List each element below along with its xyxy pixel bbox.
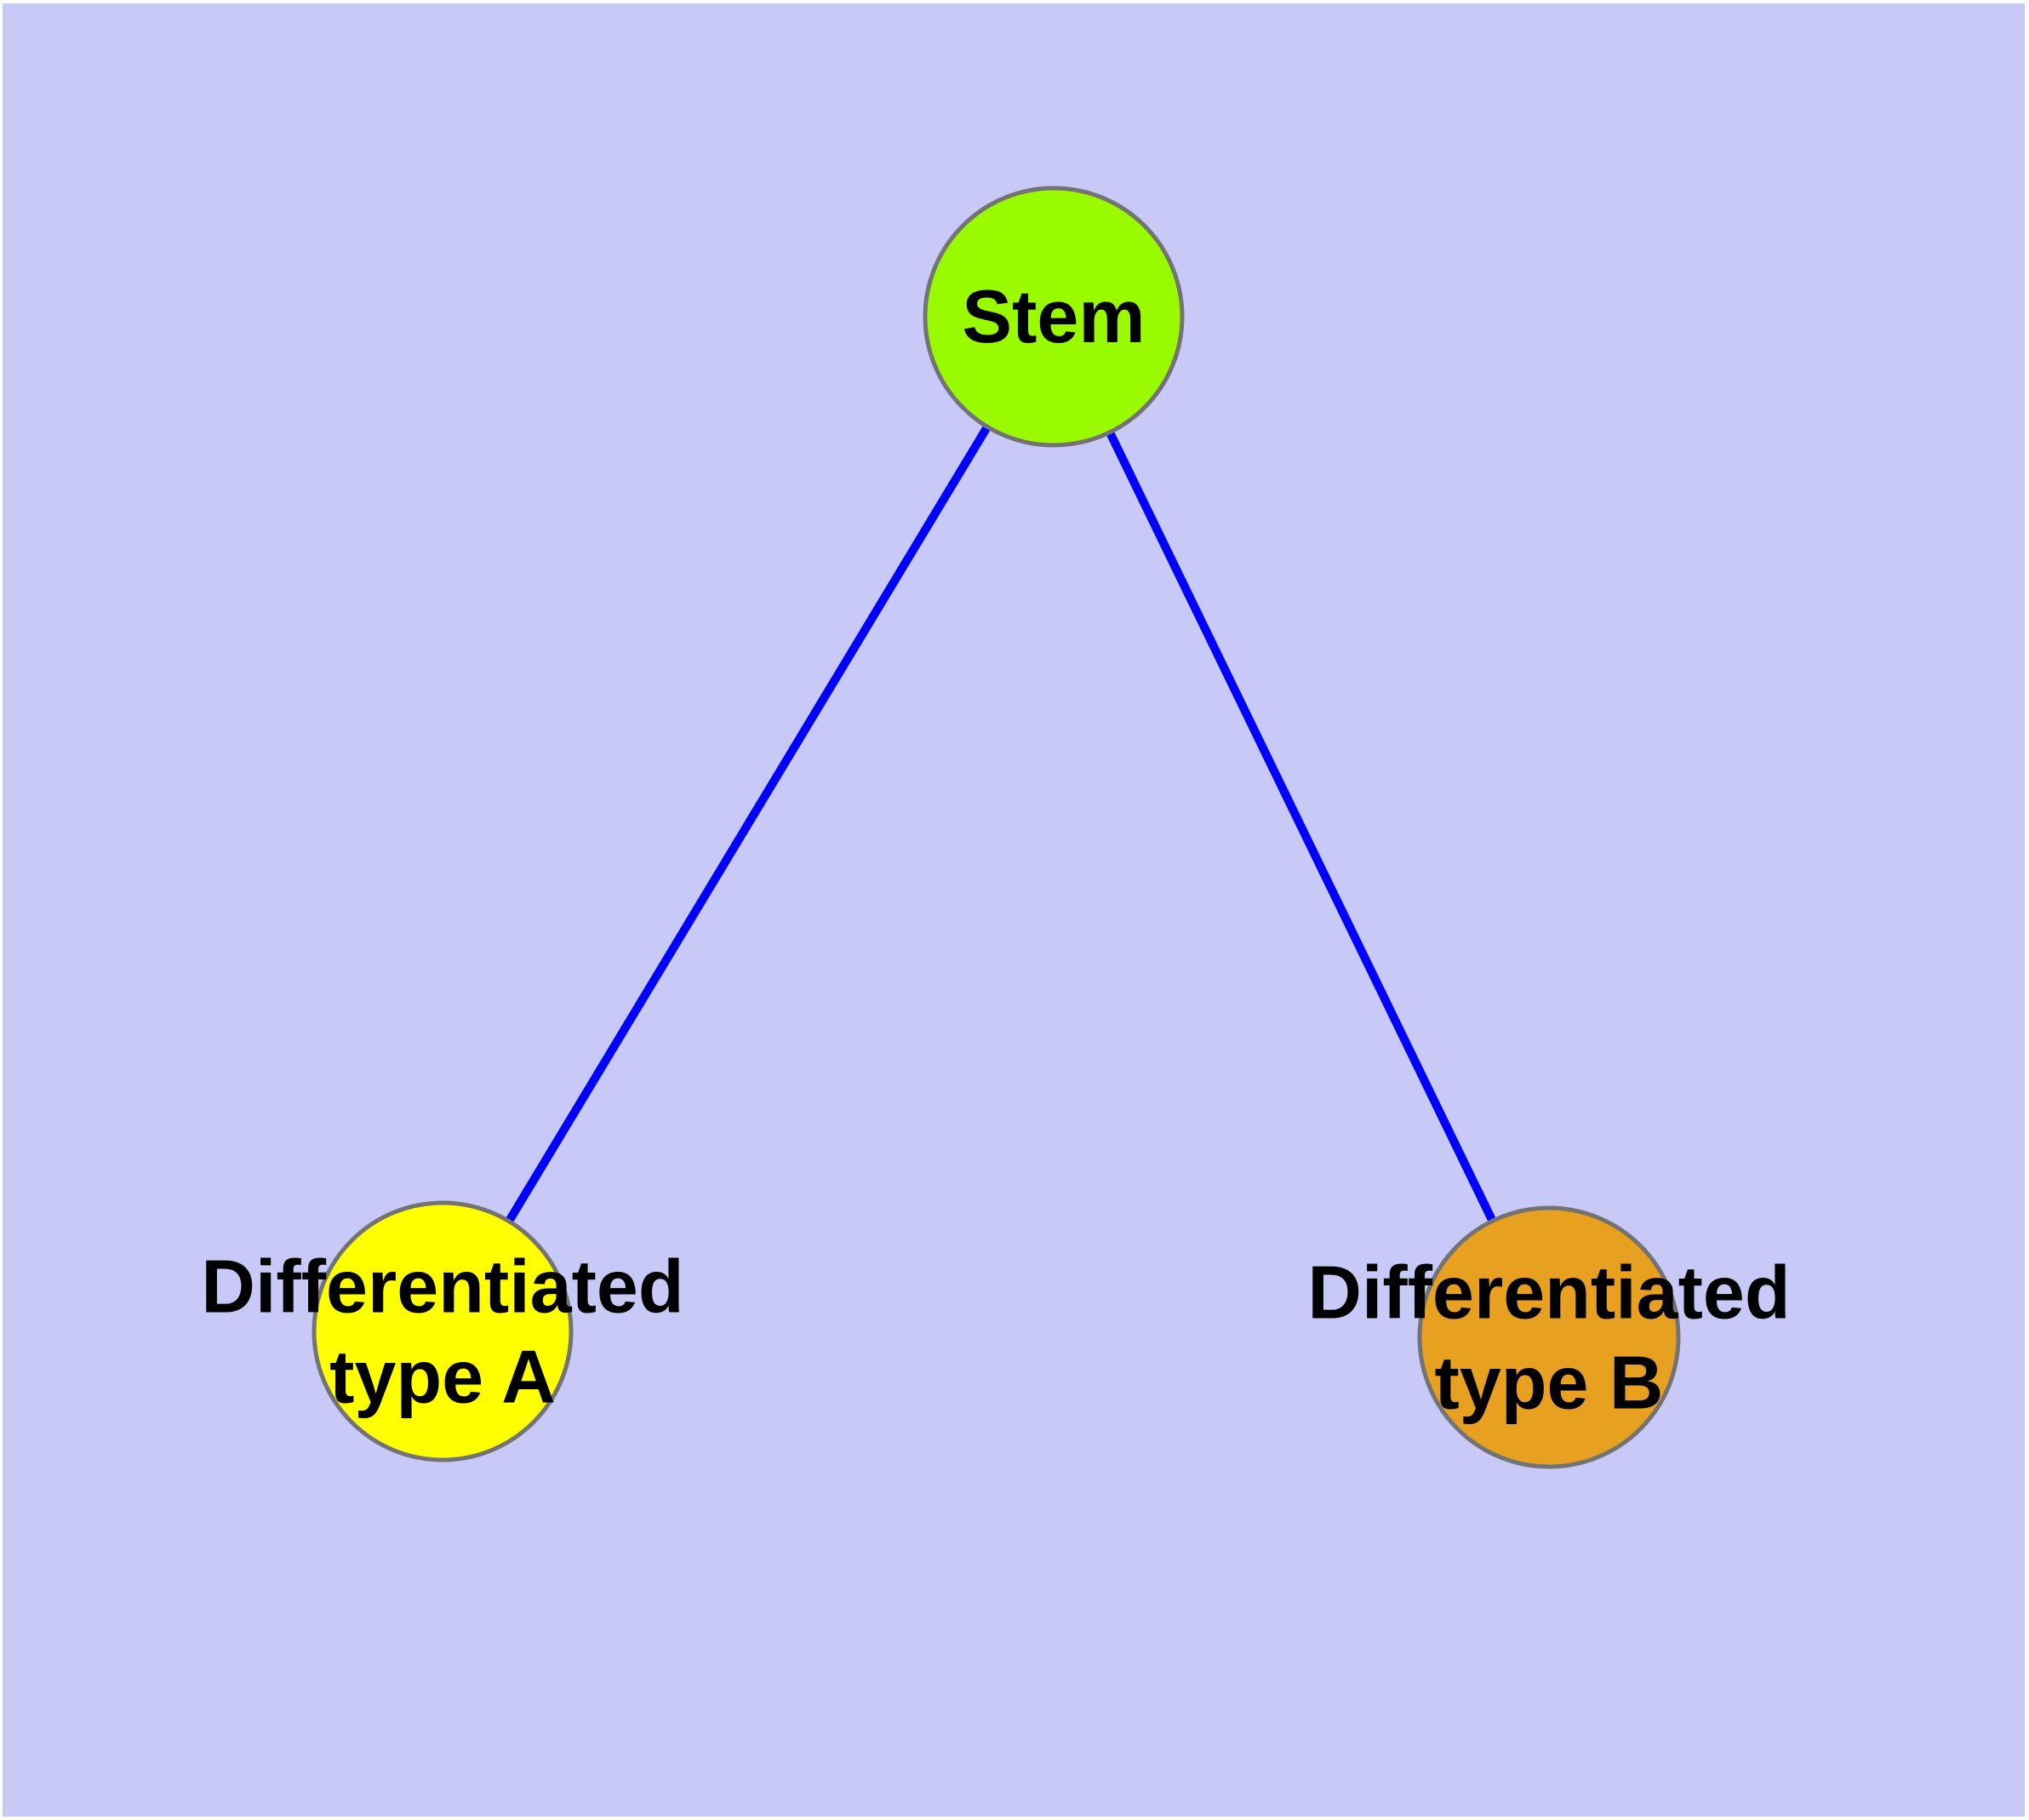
edge-stem-diff-type-a (438, 314, 1058, 1334)
edge-stem-diff-type-b (1049, 314, 1553, 1340)
node-diff-type-b (1417, 1205, 1681, 1469)
node-diff-type-a (311, 1200, 574, 1462)
node-stem (923, 186, 1185, 448)
